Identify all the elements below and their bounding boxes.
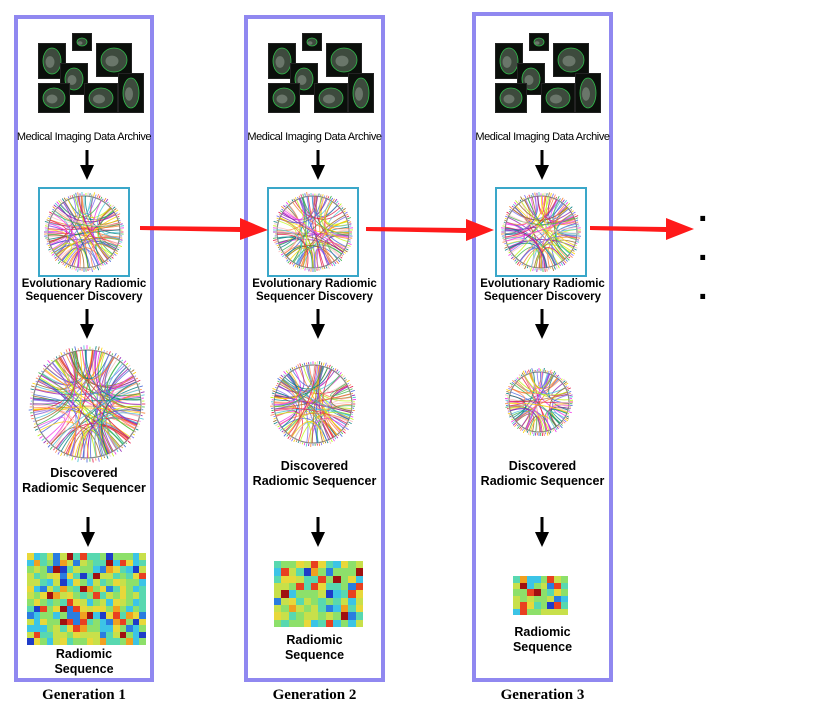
mri-slice-thumbnail	[541, 83, 575, 113]
mri-slice-thumbnail	[268, 83, 300, 113]
discovered-sequencer-chord-icon	[505, 368, 573, 436]
mri-slice-thumbnail	[553, 43, 589, 77]
mri-slice-thumbnail	[96, 43, 132, 77]
archive-caption-2: Medical Imaging Data Archive	[247, 131, 382, 143]
radiomic-sequence-heatmap	[274, 561, 363, 627]
mri-slice-thumbnail	[38, 83, 70, 113]
down-arrow-icon	[311, 150, 325, 180]
mri-slice-thumbnail	[495, 83, 527, 113]
generation-title-1: Generation 1	[42, 687, 126, 703]
down-arrow-icon	[311, 517, 325, 547]
mri-slice-thumbnail	[72, 33, 92, 51]
down-arrow-icon	[535, 150, 549, 180]
mri-slice-thumbnail	[326, 43, 362, 77]
chord-diagram-icon	[44, 192, 124, 272]
chord-diagram-icon	[501, 192, 581, 272]
radiomic-sequence-heatmap	[27, 553, 146, 645]
mri-slice-thumbnail	[268, 43, 296, 79]
mri-slice-thumbnail	[575, 73, 601, 113]
red-arrow-icon	[366, 219, 494, 241]
chord-diagram-icon	[273, 192, 353, 272]
mri-slice-thumbnail	[118, 73, 144, 113]
mri-slice-thumbnail	[84, 83, 118, 113]
archive-caption-3: Medical Imaging Data Archive	[475, 131, 610, 143]
generation-title-2: Generation 2	[272, 687, 357, 703]
down-arrow-icon	[311, 309, 325, 339]
generation-3-panel	[472, 12, 613, 682]
discovered-sequencer-chord-icon	[270, 361, 356, 447]
mri-slice-thumbnail	[302, 33, 322, 51]
down-arrow-icon	[535, 517, 549, 547]
mri-slice-thumbnail	[38, 43, 66, 79]
generation-title-3: Generation 3	[500, 687, 585, 703]
down-arrow-icon	[80, 150, 94, 180]
mri-slice-thumbnail	[348, 73, 374, 113]
radiomic-sequence-heatmap	[513, 576, 568, 615]
red-arrow-icon	[140, 218, 268, 240]
generation-1-panel	[14, 15, 154, 682]
mri-slice-thumbnail	[529, 33, 549, 51]
down-arrow-icon	[80, 309, 94, 339]
red-arrow-icon	[590, 218, 694, 240]
generation-2-panel	[244, 15, 385, 682]
archive-caption-1: Medical Imaging Data Archive	[16, 131, 152, 143]
continuation-dots: · · ·	[698, 200, 754, 316]
down-arrow-icon	[535, 309, 549, 339]
mri-slice-thumbnail	[314, 83, 348, 113]
discovered-sequencer-chord-icon	[28, 345, 146, 463]
down-arrow-icon	[81, 517, 95, 547]
